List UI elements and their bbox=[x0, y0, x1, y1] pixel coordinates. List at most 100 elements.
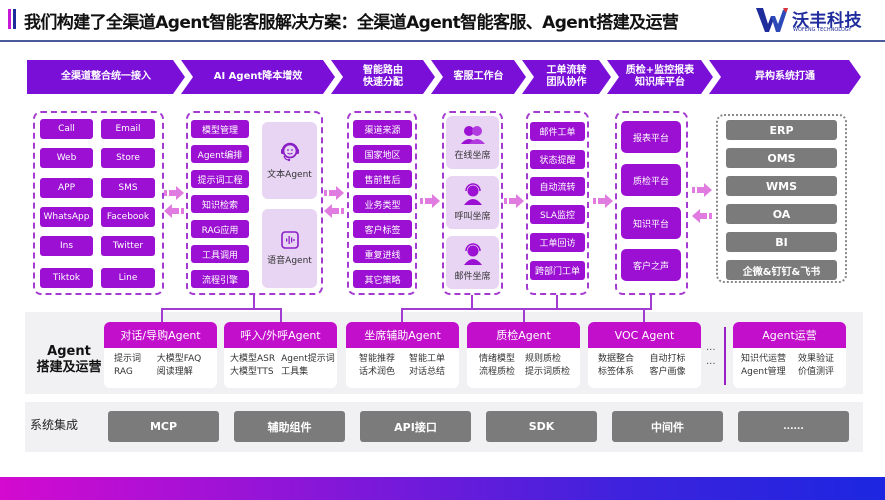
voice-agent-label: 语音Agent bbox=[267, 256, 312, 266]
tickets-container bbox=[526, 111, 589, 295]
stage-tickets: 工单流转团队协作 bbox=[522, 60, 611, 94]
platform-voc: 客户之声 bbox=[621, 249, 681, 281]
platform-knowledge: 知识平台 bbox=[621, 207, 681, 239]
feature-knowledge-retrieval: 知识检索 bbox=[191, 195, 249, 213]
connector-line bbox=[280, 308, 282, 322]
routing-repeat-contact: 重复进线 bbox=[353, 245, 412, 263]
channel-whatsapp: WhatsApp bbox=[40, 207, 93, 227]
arrow-right-icon bbox=[692, 183, 712, 197]
ticket-auto-flow: 自动流转 bbox=[530, 177, 585, 196]
feature-agent-orchestration: Agent编排 bbox=[191, 145, 249, 163]
text-agent-card: 文本Agent bbox=[262, 122, 317, 199]
stage-omnichannel: 全渠道整合统一接入 bbox=[27, 60, 185, 94]
arrow-left-icon bbox=[324, 204, 344, 218]
ticket-cross-dept: 跨部门工单 bbox=[530, 261, 585, 280]
ellipsis: ... bbox=[706, 356, 716, 367]
routing-other: 其它策略 bbox=[353, 270, 412, 288]
stage-qa-reports: 质检+监控报表知识库平台 bbox=[607, 60, 713, 94]
channel-facebook: Facebook bbox=[101, 207, 155, 227]
workbench-container bbox=[442, 111, 503, 295]
arrow-left-icon bbox=[164, 204, 184, 218]
footer-gradient-bar bbox=[0, 477, 885, 500]
channel-app: APP bbox=[40, 178, 93, 198]
routing-business-type: 业务类型 bbox=[353, 195, 412, 213]
connector-line bbox=[523, 308, 525, 322]
title-accent-bar-blue bbox=[13, 9, 16, 29]
feature-model-mgmt: 模型管理 bbox=[191, 120, 249, 138]
connector-line bbox=[401, 308, 652, 310]
arrow-right-icon bbox=[324, 186, 344, 200]
connector-line bbox=[253, 295, 255, 309]
agent-card-assist: 坐席辅助Agent 智能推荐智能工单 话术润色对话总结 bbox=[346, 322, 459, 388]
connector-line bbox=[471, 295, 473, 309]
workbench-online-agent: 在线坐席 bbox=[446, 116, 499, 169]
title-accent-bar-pink bbox=[8, 9, 11, 29]
feature-prompt-engineering: 提示词工程 bbox=[191, 170, 249, 188]
integration-helper-components: 辅助组件 bbox=[234, 411, 345, 442]
ticket-sla-monitor: SLA监控 bbox=[530, 205, 585, 224]
arrow-right-icon bbox=[164, 186, 184, 200]
logo-text-cn: 沃丰科技 bbox=[792, 11, 862, 31]
connector-line bbox=[556, 295, 558, 309]
workbench-call-agent: 呼叫坐席 bbox=[446, 176, 499, 229]
routing-pre-post-sale: 售前售后 bbox=[353, 170, 412, 188]
connector-line bbox=[161, 308, 282, 310]
vertical-divider bbox=[724, 327, 726, 385]
integration-mcp: MCP bbox=[108, 411, 219, 442]
arrow-right-icon bbox=[504, 194, 524, 208]
channel-web: Web bbox=[40, 148, 93, 168]
arrow-right-icon bbox=[420, 194, 440, 208]
routing-region: 国家地区 bbox=[353, 145, 412, 163]
routing-customer-tag: 客户标签 bbox=[353, 220, 412, 238]
systems-container bbox=[716, 114, 847, 283]
platforms-container bbox=[615, 111, 688, 295]
ticket-revisit: 工单回访 bbox=[530, 233, 585, 252]
headset-smile-icon bbox=[280, 142, 299, 162]
workbench-email-agent: 邮件坐席 bbox=[446, 236, 499, 289]
integration-api: API接口 bbox=[360, 411, 471, 442]
connector-line bbox=[650, 295, 652, 309]
ticket-status-reminder: 状态提醒 bbox=[530, 150, 585, 169]
system-wms: WMS bbox=[726, 176, 837, 196]
channel-sms: SMS bbox=[101, 178, 155, 198]
channel-call: Call bbox=[40, 119, 93, 139]
integration-sdk: SDK bbox=[486, 411, 597, 442]
routing-container bbox=[347, 111, 417, 295]
arrow-right-icon bbox=[593, 194, 613, 208]
ai-agent-container bbox=[186, 111, 323, 295]
agent-card-voc: VOC Agent 数据整合自动打标 标签体系客户画像 bbox=[588, 322, 701, 388]
channel-line: Line bbox=[101, 268, 155, 288]
system-im-suite: 企微&钉钉&飞书 bbox=[726, 260, 837, 280]
channel-email: Email bbox=[101, 119, 155, 139]
text-agent-label: 文本Agent bbox=[267, 170, 312, 180]
integration-middleware: 中间件 bbox=[612, 411, 723, 442]
channel-twitter: Twitter bbox=[101, 236, 155, 256]
routing-channel-source: 渠道来源 bbox=[353, 120, 412, 138]
header-divider bbox=[0, 40, 885, 42]
system-oms: OMS bbox=[726, 148, 837, 168]
stage-routing: 智能路由快速分配 bbox=[331, 60, 435, 94]
stage-workbench: 客服工作台 bbox=[431, 60, 526, 94]
connector-line bbox=[401, 308, 403, 322]
agent-card-qa: 质检Agent 情绪模型规则质检 流程质检提示词质检 bbox=[467, 322, 580, 388]
page-title: 我们构建了全渠道Agent智能客服解决方案：全渠道Agent智能客服、Agent… bbox=[24, 13, 679, 33]
voice-agent-card: 语音Agent bbox=[262, 209, 317, 288]
channel-ins: Ins bbox=[40, 236, 93, 256]
voice-wave-icon bbox=[280, 231, 299, 249]
agent-ops-label: Agent 搭建及运营 bbox=[36, 344, 102, 375]
integration-more: ...... bbox=[738, 411, 849, 442]
platform-qa: 质检平台 bbox=[621, 164, 681, 196]
connector-line bbox=[643, 308, 645, 322]
agent-headset-icon bbox=[463, 243, 482, 265]
agent-card-operations: Agent运营 知识代运营效果验证 Agent管理价值测评 bbox=[733, 322, 846, 388]
feature-flow-engine: 流程引擎 bbox=[191, 270, 249, 288]
channel-tiktok: Tiktok bbox=[40, 268, 93, 288]
platform-report: 报表平台 bbox=[621, 121, 681, 153]
agent-headset-icon bbox=[463, 183, 482, 205]
ellipsis: ... bbox=[706, 342, 716, 353]
system-bi: BI bbox=[726, 232, 837, 252]
feature-rag: RAG应用 bbox=[191, 220, 249, 238]
system-integration-label: 系统集成 bbox=[30, 418, 79, 432]
channels-container bbox=[33, 111, 164, 295]
